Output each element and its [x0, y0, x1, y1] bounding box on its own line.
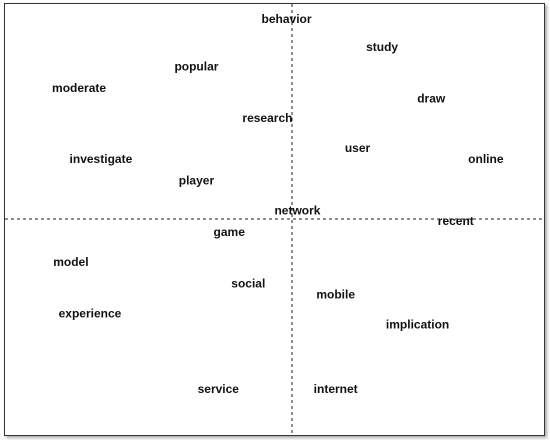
term-label-user: user — [345, 141, 371, 155]
term-label-research: research — [242, 111, 292, 125]
term-label-popular: popular — [174, 59, 218, 73]
term-label-study: study — [366, 40, 398, 54]
term-label-player: player — [179, 173, 215, 187]
term-label-recent: recent — [438, 214, 474, 228]
term-label-internet: internet — [314, 382, 358, 396]
term-label-investigate: investigate — [70, 152, 133, 166]
term-label-mobile: mobile — [316, 287, 355, 301]
plot-frame: behavior study popular moderate draw research… — [4, 3, 545, 436]
term-label-draw: draw — [417, 92, 446, 106]
term-label-social: social — [231, 277, 265, 291]
term-label-game: game — [214, 225, 246, 239]
term-label-model: model — [53, 255, 88, 269]
term-map-plot: behavior study popular moderate draw research… — [5, 4, 544, 435]
term-label-network: network — [274, 203, 320, 217]
term-label-behavior: behavior — [262, 12, 312, 26]
term-labels: behavior study popular moderate draw research… — [52, 12, 504, 396]
term-label-service: service — [198, 382, 240, 396]
term-label-experience: experience — [59, 307, 122, 321]
term-label-online: online — [468, 152, 504, 166]
term-label-implication: implication — [386, 317, 449, 331]
term-label-moderate: moderate — [52, 81, 106, 95]
